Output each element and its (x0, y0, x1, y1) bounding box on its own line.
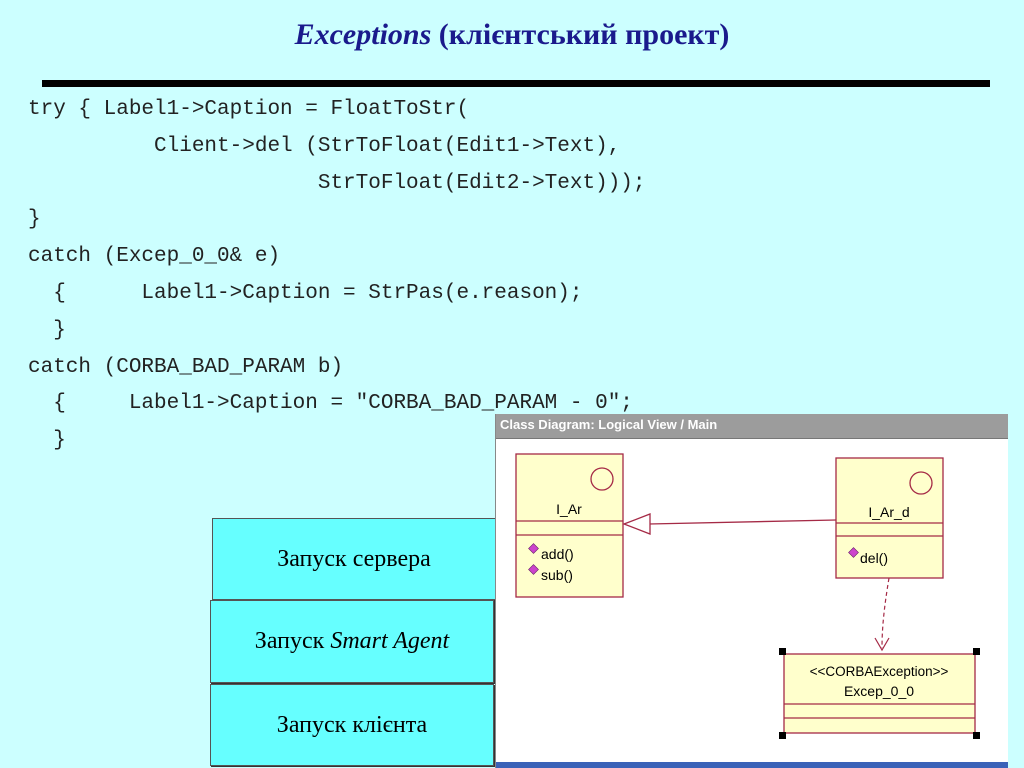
launch-server-label: Запуск сервера (277, 545, 431, 572)
title-rest: (клієнтський проект) (438, 18, 730, 51)
code-line: { Label1->Caption = StrPas(e.reason); (28, 281, 583, 305)
operation-icon (528, 543, 539, 554)
code-line: } (28, 318, 66, 342)
title-italic: Exceptions (294, 18, 432, 51)
class-i-ar-d[interactable]: I_Ar_d del() (835, 457, 944, 579)
class-diagram-window: Class Diagram: Logical View / Main I_Ar … (495, 414, 1008, 768)
code-line: } (28, 429, 66, 453)
operation-icon (528, 564, 539, 575)
class-i-ar[interactable]: I_Ar add() sub() (515, 453, 624, 598)
generalization-arrow (622, 513, 837, 535)
launch-client-label: Запуск клієнта (276, 711, 428, 738)
operation-sub: sub() (541, 567, 573, 583)
class-excep-name: Excep_0_0 (844, 683, 914, 699)
launch-agent-italic: Smart Agent (330, 628, 450, 654)
code-line: try { Label1->Caption = FloatToStr( (28, 98, 470, 121)
class-excep-0-0[interactable]: <<CORBAException>> Excep_0_0 (779, 648, 980, 739)
dependency-arrow (874, 577, 890, 652)
code-line: StrToFloat(Edit2->Text))); (28, 171, 646, 195)
title-divider (42, 80, 990, 87)
operation-add: add() (541, 546, 574, 562)
code-line: catch (Excep_0_0& e) (28, 245, 281, 269)
window-title: Class Diagram: Logical View / Main (496, 414, 1008, 439)
class-i-ar-d-name: I_Ar_d (868, 504, 909, 520)
selection-handle (973, 732, 980, 739)
launch-server-button[interactable]: Запуск сервера (212, 518, 496, 600)
class-stereotype: <<CORBAException>> (810, 664, 949, 679)
code-line: Client->del (StrToFloat(Edit1->Text), (28, 134, 621, 158)
selection-handle (779, 648, 786, 655)
launch-agent-prefix: Запуск (254, 628, 325, 654)
operation-del: del() (860, 550, 888, 566)
selection-handle (973, 648, 980, 655)
selection-handle (779, 732, 786, 739)
code-line: { Label1->Caption = "CORBA_BAD_PARAM - 0… (28, 392, 633, 416)
code-block: try { Label1->Caption = FloatToStr( Clie… (28, 92, 646, 460)
class-diagram: I_Ar add() sub() I_Ar_d del() (515, 453, 980, 739)
operation-icon (848, 547, 859, 558)
slide-title: Exceptions (клієнтський проект) (0, 18, 1024, 52)
diagram-canvas: I_Ar add() sub() I_Ar_d del() (496, 438, 1008, 762)
class-i-ar-name: I_Ar (556, 501, 582, 517)
code-line: } (28, 208, 41, 232)
code-line: catch (CORBA_BAD_PARAM b) (28, 355, 344, 379)
launch-client-button[interactable]: Запуск клієнта (210, 684, 494, 766)
window-bottom-strip (496, 762, 1008, 768)
